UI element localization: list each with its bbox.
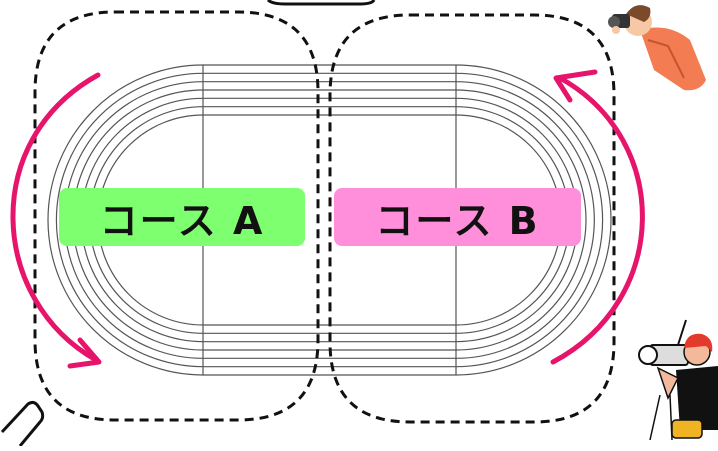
course-b-direction-arrow: [550, 69, 645, 365]
course-a-outline: [33, 10, 320, 422]
corner-shape-icon: [0, 400, 45, 447]
camera-operator-icon: [638, 319, 718, 441]
photographer-icon: [608, 5, 706, 91]
course-b-outline: [328, 13, 616, 424]
top-edge-shape: [266, 0, 376, 6]
course-a-label: コース A: [59, 188, 305, 246]
course-a-label-text: コース A: [99, 198, 265, 243]
course-a-direction-arrow: [10, 72, 102, 369]
course-b-label-text: コース B: [375, 198, 540, 243]
course-b-label: コース B: [334, 188, 581, 246]
